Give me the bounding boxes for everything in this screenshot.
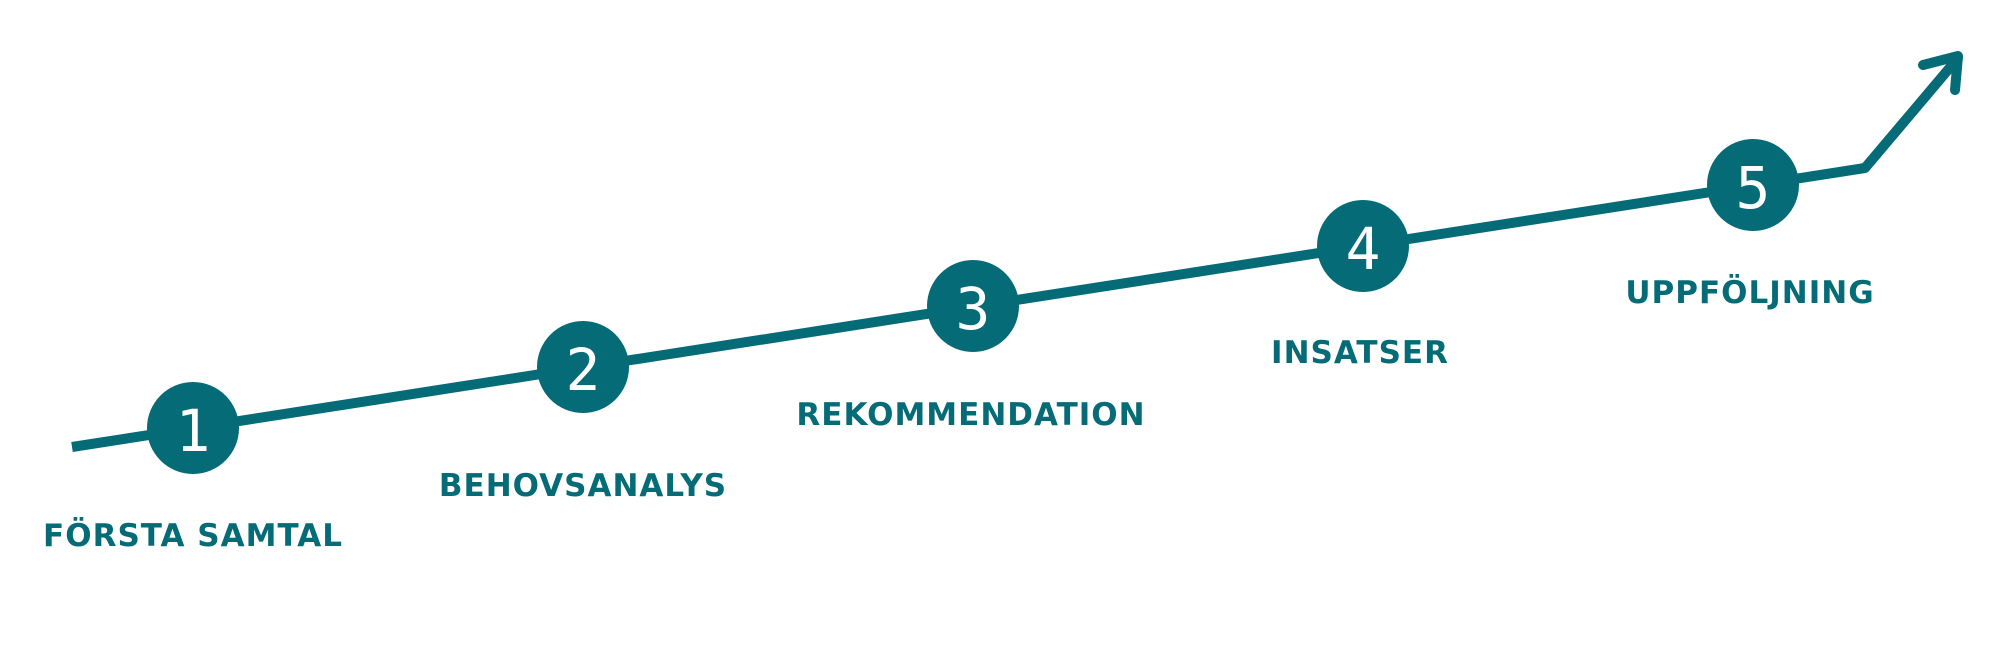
arrow-up-right-icon <box>1860 51 1963 173</box>
step-number: 2 <box>566 336 601 404</box>
step-circle <box>927 260 1019 352</box>
step-label: INSATSER <box>1271 335 1449 371</box>
step-number: 3 <box>956 275 991 343</box>
step-number: 1 <box>176 397 211 465</box>
step-label: BEHOVSANALYS <box>439 468 727 504</box>
step-label: UPPFÖLJNING <box>1625 274 1874 311</box>
step-circle <box>1707 139 1799 231</box>
step-number: 5 <box>1736 154 1771 222</box>
step-circle <box>147 382 239 474</box>
step-circle <box>1317 200 1409 292</box>
step-label: REKOMMENDATION <box>796 397 1145 433</box>
step-circle <box>537 321 629 413</box>
step-number: 4 <box>1346 215 1381 283</box>
step-label: FÖRSTA SAMTAL <box>43 517 343 554</box>
